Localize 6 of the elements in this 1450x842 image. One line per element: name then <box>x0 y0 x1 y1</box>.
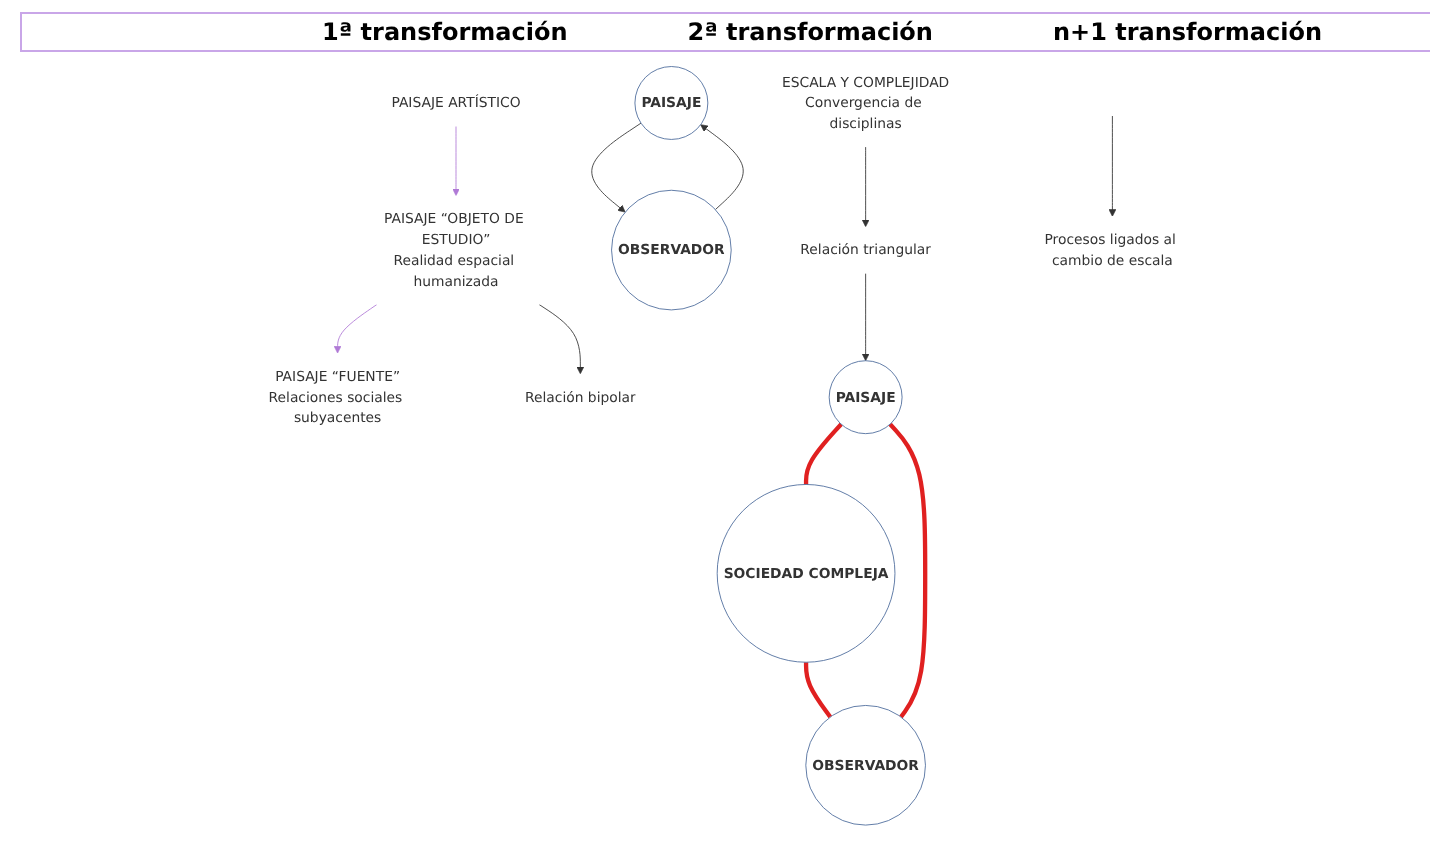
timeline-label: n+1 transformación <box>1052 18 1323 46</box>
connector <box>888 422 928 719</box>
timeline-label: 1ª transformación <box>322 18 568 46</box>
connector <box>803 422 843 485</box>
connector <box>803 662 833 719</box>
timeline-label: 2ª transformación <box>687 18 933 46</box>
